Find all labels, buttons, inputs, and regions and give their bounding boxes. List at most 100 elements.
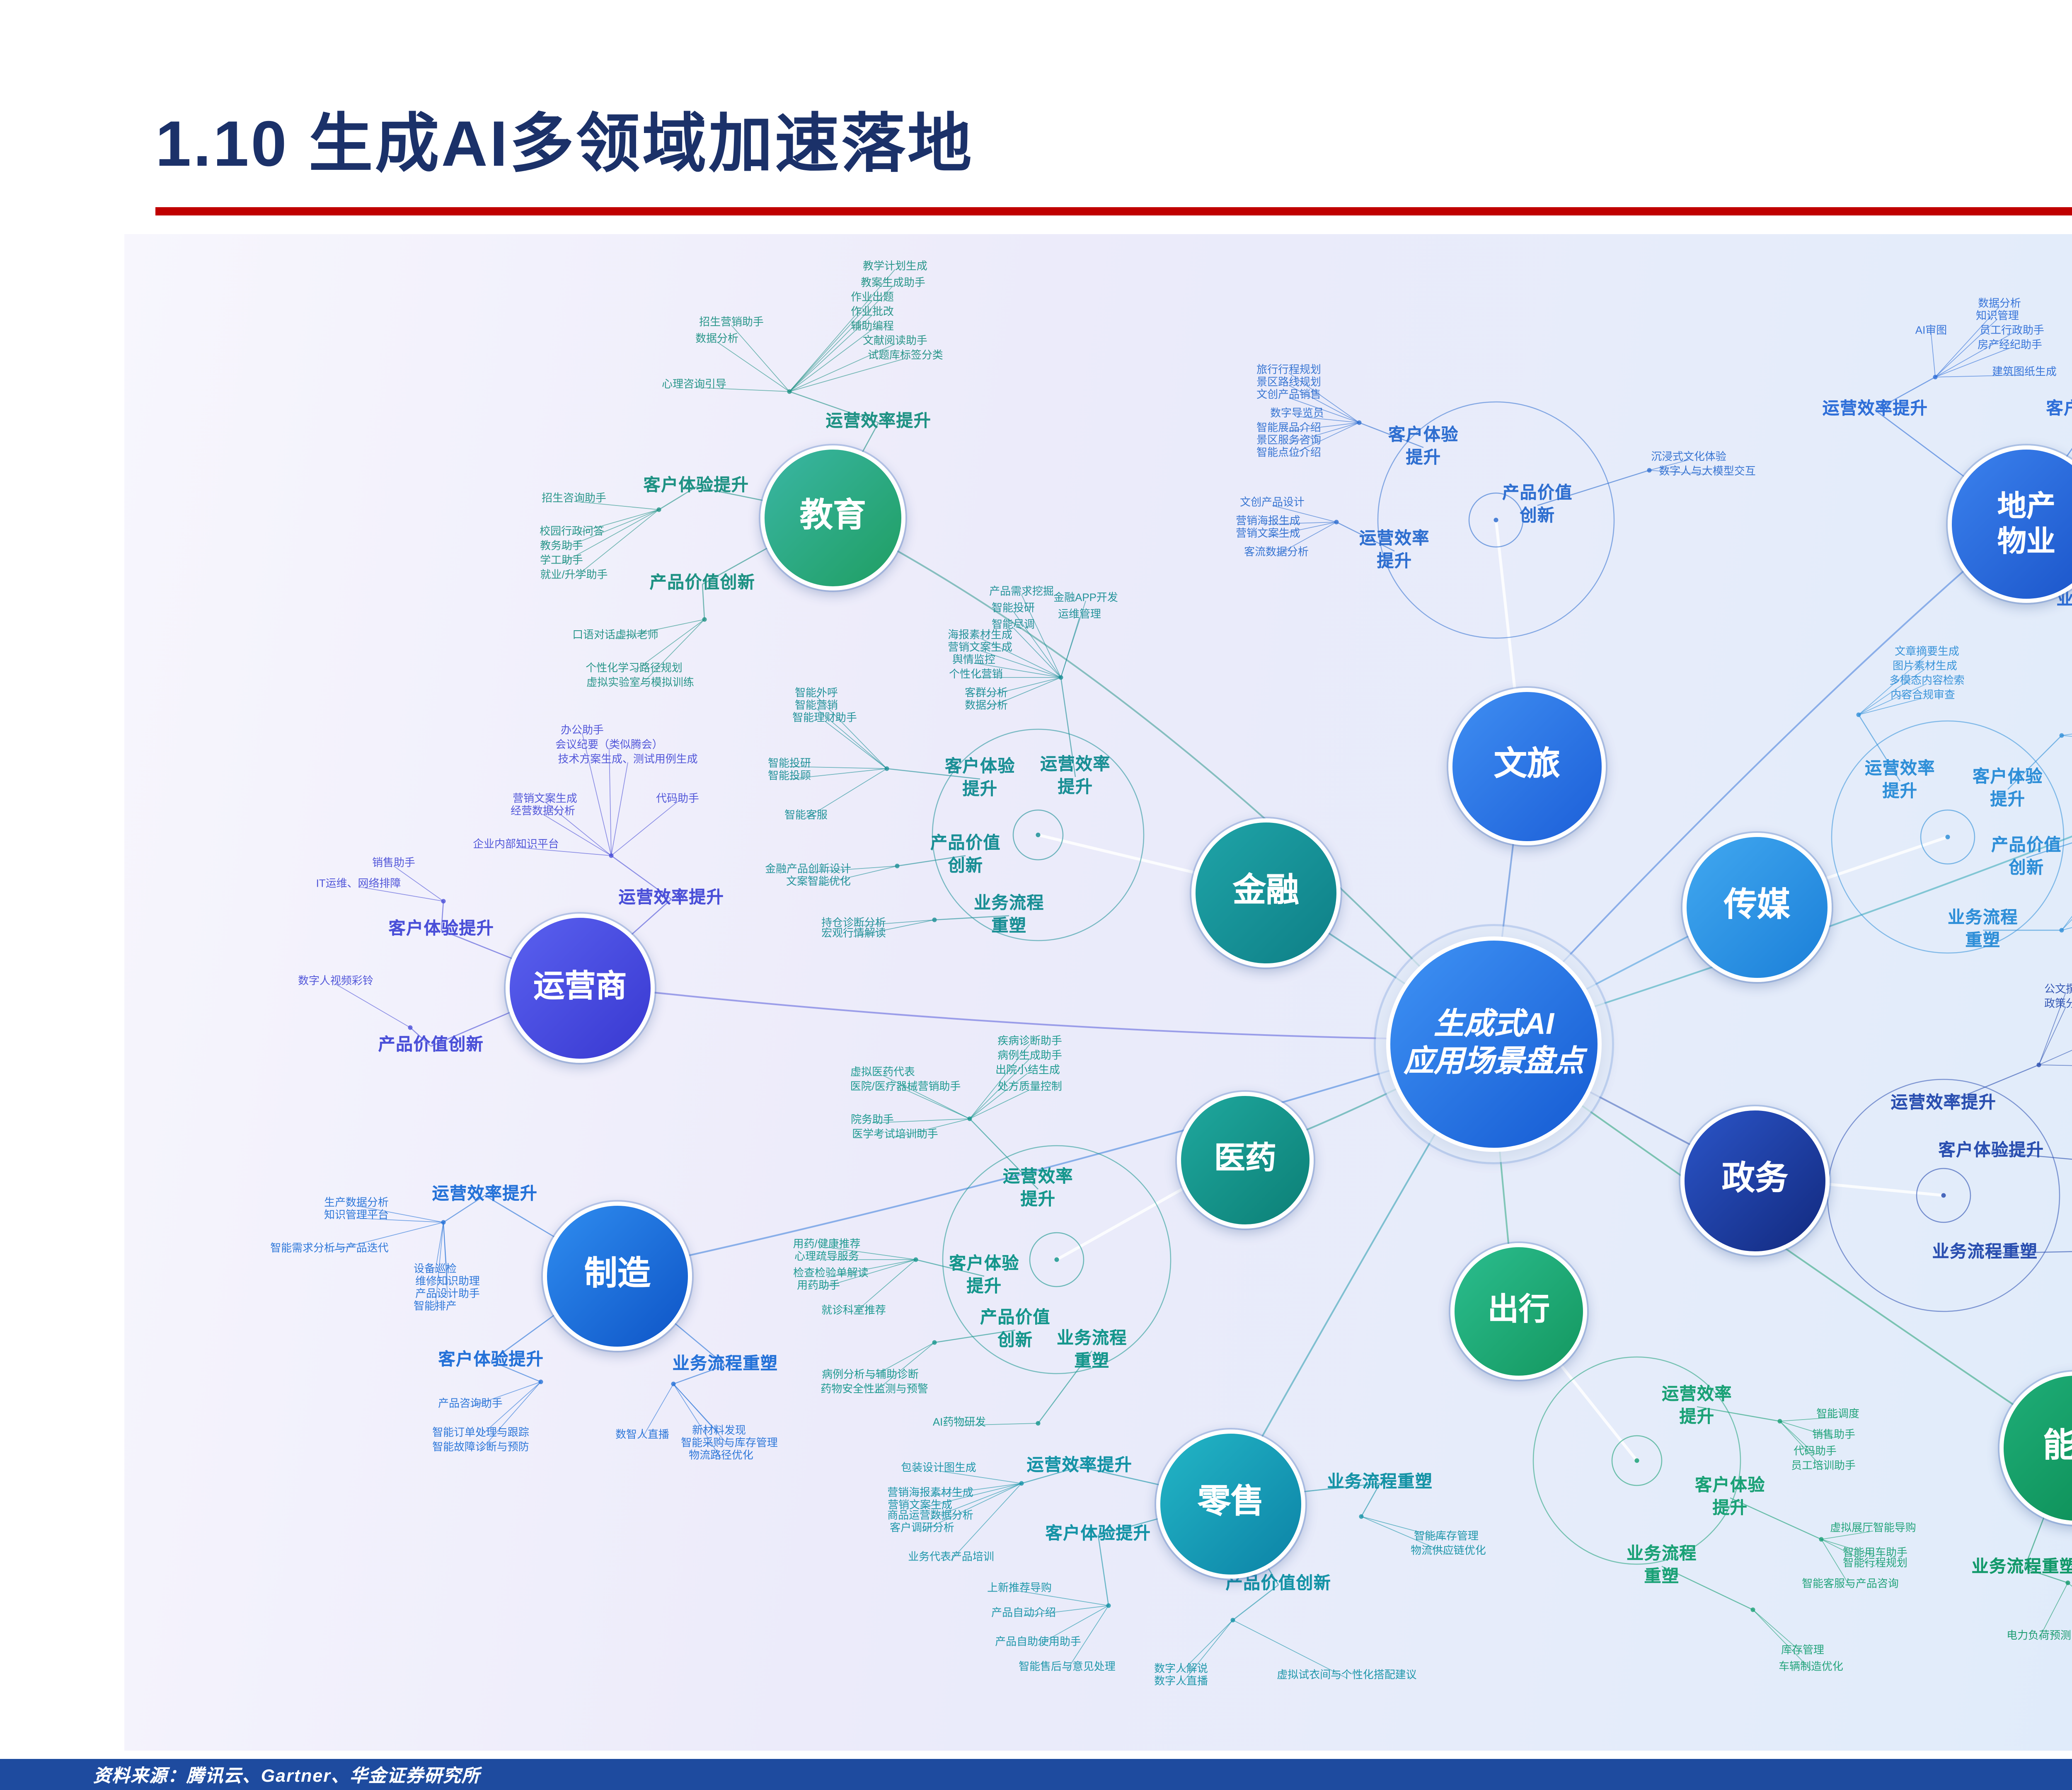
leaf-link — [1935, 306, 2000, 377]
leaf-label: 智能投顾 — [768, 771, 811, 784]
leaf-label: 智能外呼 — [795, 688, 838, 701]
leaf-link — [634, 619, 705, 672]
node-yunyingshang: 运营商 — [506, 914, 655, 1063]
leaf-link — [818, 1259, 916, 1289]
leaf-link — [1752, 1609, 1811, 1670]
center-connector-dichan — [1489, 519, 2023, 1041]
category-label-chuxing-2: 业务流程 重塑 — [1627, 1544, 1697, 1585]
cluster-ring-inner-chuxing — [1611, 1435, 1663, 1486]
hub-link — [441, 901, 444, 931]
leaf-label: 会议纪要（类似腾会） — [555, 740, 663, 752]
hub-link — [915, 1259, 985, 1277]
leaf-link — [870, 1342, 935, 1378]
leaf-label: 文章摘要生成 — [1895, 646, 1959, 659]
leaf-link — [1821, 1531, 1874, 1540]
leaf-link — [905, 1089, 970, 1119]
hub-link — [2007, 735, 2062, 790]
category-label-zhizao-0: 运营效率提升 — [432, 1184, 538, 1203]
leaf-link — [1649, 460, 1689, 471]
leaf-link — [673, 1384, 730, 1447]
leaf-label: 新材料发现 — [692, 1425, 746, 1438]
hub-link — [1985, 1251, 2072, 1254]
hub-link — [1336, 521, 1395, 552]
leaf-label: 检查检验单解读 — [793, 1268, 869, 1281]
leaf-label: 建筑图纸生成 — [1992, 367, 2057, 380]
leaf-link — [1060, 617, 1080, 678]
category-label-chuanmei-3: 业务流程 重塑 — [1948, 908, 2018, 949]
leaf-label: 院务助手 — [851, 1115, 894, 1127]
cluster-ring-inner-zhengwu — [1916, 1168, 1971, 1223]
category-label-jinrong-0: 运营效率 提升 — [1040, 755, 1111, 796]
hub-link — [934, 915, 1009, 921]
leaf-label: 设备巡检 — [414, 1264, 457, 1277]
leaf-link — [2038, 1050, 2072, 1065]
leaf-link — [1821, 1539, 1851, 1587]
leaf-label: 客户调研分析 — [890, 1523, 954, 1536]
center-connector-zhizao — [613, 1039, 1490, 1273]
leaf-link — [1752, 1609, 1803, 1654]
leaf-label: 疾病诊断助手 — [997, 1036, 1062, 1049]
leaf-label: 多模态内容检索 — [1889, 675, 1965, 688]
leaf-link — [561, 509, 659, 564]
leaf-link — [951, 1483, 1022, 1560]
leaf-label: AI药物研发 — [932, 1417, 986, 1430]
leaf-label: 口语对话虚拟老师 — [572, 630, 658, 643]
leaf-link — [969, 1089, 1030, 1119]
category-label-lingshou-1: 客户体验提升 — [1045, 1524, 1151, 1543]
hub-link — [1537, 469, 1650, 506]
hub-link — [611, 855, 672, 900]
leaf-link — [1288, 422, 1360, 444]
leaf-link — [1297, 416, 1360, 423]
leaf-link — [716, 341, 790, 392]
leaf-label: 智能库存管理 — [1414, 1531, 1479, 1544]
leaf-label: 智能售后与意见处理 — [1019, 1662, 1116, 1674]
leaf-label: 物流供应链优化 — [1411, 1546, 1486, 1558]
cluster-ring-inner-yiyao — [1029, 1232, 1084, 1287]
category-label-jiaoyu-2: 产品价值创新 — [649, 573, 755, 592]
leaf-link — [1013, 611, 1061, 678]
leaf-link — [882, 1075, 970, 1119]
category-label-yiyao-1: 客户体验 提升 — [949, 1254, 1019, 1295]
leaf-label: 智能营销 — [795, 700, 838, 713]
leaf-link — [393, 866, 444, 902]
leaf-link — [872, 1118, 970, 1123]
leaf-label: 代码助手 — [656, 793, 699, 806]
leaf-link — [789, 358, 906, 392]
node-wenlv: 文旅 — [1448, 688, 1606, 845]
category-label-zhengwu-2: 业务流程重塑 — [1932, 1242, 2038, 1261]
leaf-label: 作业出题 — [851, 292, 894, 305]
leaf-link — [2067, 1582, 2072, 1587]
leaf-link — [435, 1222, 444, 1272]
node-chuxing: 出行 — [1450, 1243, 1587, 1380]
hub-link — [1858, 714, 1901, 781]
leaf-label: 学工助手 — [540, 555, 583, 568]
leaf-link — [1288, 422, 1360, 431]
leaf-link — [969, 1058, 1030, 1119]
leaf-link — [1935, 348, 2010, 377]
leaf-label: 病例分析与辅助诊断 — [822, 1369, 919, 1382]
leaf-link — [1181, 1620, 1233, 1672]
leaf-link — [329, 1222, 444, 1252]
leaf-link — [1649, 470, 1708, 475]
leaf-label: 数据分析 — [965, 700, 1008, 713]
leaf-link — [1276, 522, 1337, 556]
leaf-link — [1779, 1421, 1815, 1455]
leaf-link — [930, 1483, 1022, 1496]
leaf-link — [1935, 375, 2025, 377]
leaf-link — [853, 1259, 916, 1314]
category-label-chuxing-1: 客户体验 提升 — [1695, 1476, 1765, 1517]
leaf-label: 智能订单处理与跟踪 — [432, 1427, 529, 1440]
leaf-label: 文献阅读助手 — [863, 336, 927, 348]
leaf-link — [2061, 919, 2072, 931]
category-label-jiaoyu-1: 客户体验提升 — [643, 476, 749, 495]
hub-link — [1097, 1535, 1109, 1606]
leaf-label: 出院小结生成 — [995, 1065, 1060, 1078]
category-label-lingshou-0: 运营效率提升 — [1026, 1456, 1133, 1475]
leaf-label: 个性化学习路径规划 — [586, 663, 683, 676]
category-label-zhengwu-1: 客户体验提升 — [1938, 1141, 2044, 1160]
leaf-link — [1232, 1620, 1347, 1679]
leaf-label: 智能理财助手 — [792, 713, 857, 726]
leaf-link — [611, 801, 678, 856]
leaf-link — [969, 1073, 1028, 1119]
leaf-link — [1821, 1539, 1876, 1556]
